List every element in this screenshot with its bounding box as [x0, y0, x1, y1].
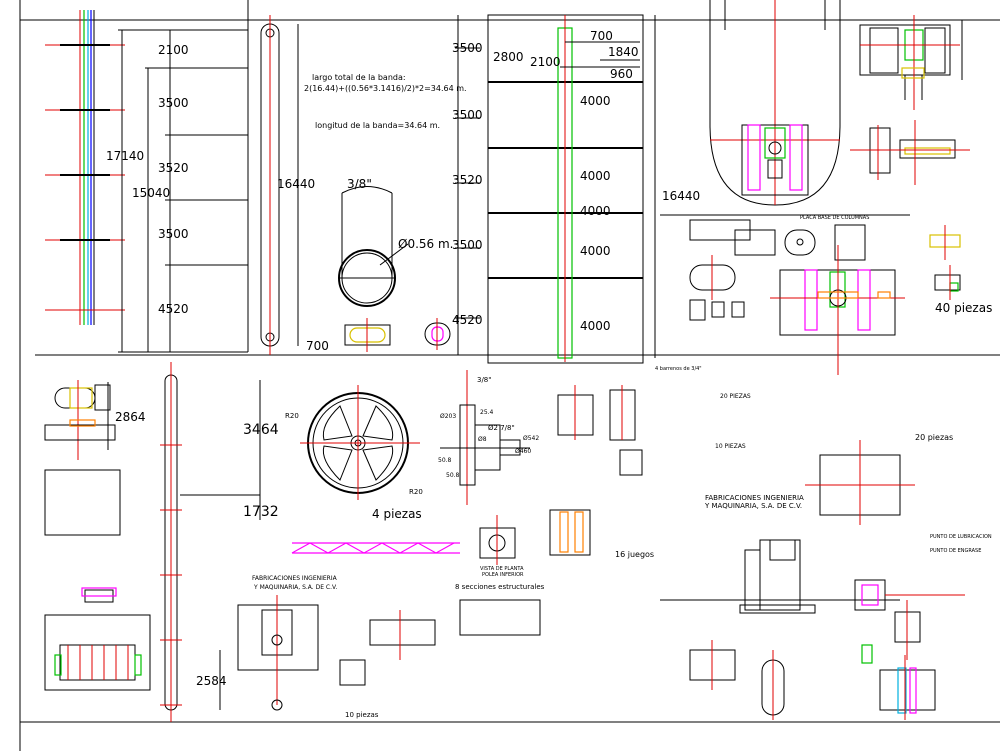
shaft-val-508b: 50.8	[446, 472, 460, 479]
label-placa-base: PLACA BASE DE COLUMNAS	[800, 215, 869, 221]
label-10-piezas-b: 10 PIEZAS	[715, 443, 746, 450]
shaft-val-542: Ø542	[523, 435, 539, 442]
pulley-diameter: Ø0.56 m.	[398, 237, 453, 251]
dim-3464: 3464	[243, 422, 279, 438]
company-label-1: FABRICACIONES INGENIERIA Y MAQUINARIA, S…	[252, 575, 338, 591]
company-1-line2: Y MAQUINARIA, S.A. DE C.V.	[253, 584, 337, 591]
label-vista-planta: VISTA DE PLANTA	[480, 566, 524, 572]
dim-17140: 17140	[106, 149, 144, 163]
note-belt-length: longitud de la banda=34.64 m.	[315, 121, 440, 130]
frame-top-2800: 2800	[493, 50, 524, 64]
elevator-strand	[45, 10, 125, 325]
truss-section	[291, 542, 460, 554]
label-40-piezas: 40 piezas	[935, 301, 992, 315]
shaft-plate: 3/8"	[477, 376, 492, 384]
wheel-pulley: R20 R20 4 piezas	[285, 385, 423, 521]
frame-spacing-3: 4000	[580, 204, 611, 218]
dim-2864: 2864	[115, 410, 146, 424]
column-frame: 3500 3500 3520 3500 4520 4000 4000 4000 …	[452, 14, 700, 364]
dim-2584: 2584	[196, 674, 227, 688]
shaft-val-508a: 50.8	[438, 457, 452, 464]
dim-15040: 15040	[132, 186, 170, 200]
dim-3500-b: 3500	[158, 227, 189, 241]
note-belt-formula: 2(16.44)+((0.56*3.1416)/2)*2=34.64 m.	[304, 84, 467, 93]
sheet-frame	[19, 0, 1000, 751]
column-assembly-right	[660, 440, 915, 614]
company-1-line1: FABRICACIONES INGENIERIA	[252, 575, 338, 582]
bearing-cluster-lower-right	[689, 579, 965, 720]
shaft-val-25: 25.4	[480, 409, 494, 416]
hopper-detail	[237, 595, 319, 711]
lower-pulley-plan: VISTA DE PLANTA POLEA INFERIOR 16 juegos	[479, 509, 654, 578]
frame-spacing-2: 4000	[580, 169, 611, 183]
frame-dim-4520: 4520	[452, 313, 483, 327]
company-2-line1: FABRICACIONES INGENIERIA	[705, 494, 804, 502]
company-2-line2: Y MAQUINARIA, S.A. DE C.V.	[704, 502, 802, 510]
shaft-val-460: Ø460	[515, 448, 531, 455]
small-parts-right: 40 piezas	[929, 225, 992, 315]
label-8-secciones: 8 secciones estructurales	[455, 583, 545, 591]
radius-label-in: R20	[285, 412, 299, 420]
base-plate: PLACA BASE DE COLUMNAS	[770, 215, 905, 375]
company-label-2: FABRICACIONES INGENIERIA Y MAQUINARIA, S…	[704, 494, 804, 510]
dim-3520: 3520	[158, 161, 189, 175]
label-20-piezas-b: 20 piezas	[915, 433, 953, 442]
pulley-plate-thk: 3/8"	[347, 177, 372, 191]
frame-height-16440: 16440	[662, 189, 700, 203]
frame-dim-3500-3: 3500	[452, 238, 483, 252]
shaft-val-203: Ø203	[440, 413, 456, 420]
frame-spacing-1: 4000	[580, 94, 611, 108]
carriage-detail: 10 piezas	[339, 599, 541, 719]
bucket-detail	[44, 380, 121, 536]
small-pulley: 3/8" Ø0.56 m.	[338, 177, 453, 352]
frame-top-960: 960	[610, 67, 633, 81]
belt-loop: 16440 700	[260, 15, 329, 355]
dim-3500-a: 3500	[158, 96, 189, 110]
strand-dims-left: 2864	[107, 382, 146, 450]
note-belt-total: largo total de la banda:	[312, 73, 406, 82]
bearing-detail-top	[859, 15, 963, 110]
head-housing	[709, 0, 841, 206]
radius-label-out: R20	[409, 488, 423, 496]
label-engrase: PUNTO DE ENGRASE	[930, 548, 981, 554]
dim-700-bottom: 700	[306, 339, 329, 353]
dim-2100: 2100	[158, 43, 189, 57]
frame-dim-3500-1: 3500	[452, 41, 483, 55]
shaft-diameter: Ø2 7/8"	[488, 424, 515, 432]
label-polea-inferior: POLEA INFERIOR	[482, 572, 524, 578]
frame-top-1840: 1840	[608, 45, 639, 59]
drive-base-frame	[44, 587, 151, 691]
label-10-piezas: 10 piezas	[345, 711, 379, 719]
tower-elevation-dims: 2100 3500 3520 3500 4520 17140 15040	[106, 0, 249, 353]
shaft-detail-group	[689, 219, 776, 321]
angle-brackets	[557, 385, 643, 476]
dim-4520: 4520	[158, 302, 189, 316]
dim-16440-belt: 16440	[277, 177, 315, 191]
label-lubricacion: PUNTO DE LUBRICACION	[930, 534, 992, 540]
frame-top-700: 700	[590, 29, 613, 43]
shaft-detail: 3/8" Ø2 7/8" Ø203 25.4 Ø8 Ø542 Ø460 50.8…	[438, 370, 539, 505]
frame-spacing-5: 4000	[580, 319, 611, 333]
bearing-detail-right	[850, 120, 970, 185]
dim-1732: 1732	[243, 504, 279, 520]
frame-dim-3500-2: 3500	[452, 108, 483, 122]
shaft-val-8: Ø8	[478, 436, 487, 443]
frame-top-2100: 2100	[530, 55, 561, 69]
belt-length-note: largo total de la banda: 2(16.44)+((0.56…	[304, 73, 467, 130]
label-4-piezas: 4 piezas	[372, 507, 422, 521]
frame-dim-3520: 3520	[452, 173, 483, 187]
strand-tower-side: 3464 1732 2584	[160, 362, 279, 722]
label-16-juegos: 16 juegos	[615, 550, 654, 559]
label-20-piezas-a: 20 PIEZAS	[720, 393, 751, 400]
label-barrenos: 4 barrenos de 3/4"	[655, 366, 702, 372]
frame-spacing-4: 4000	[580, 244, 611, 258]
